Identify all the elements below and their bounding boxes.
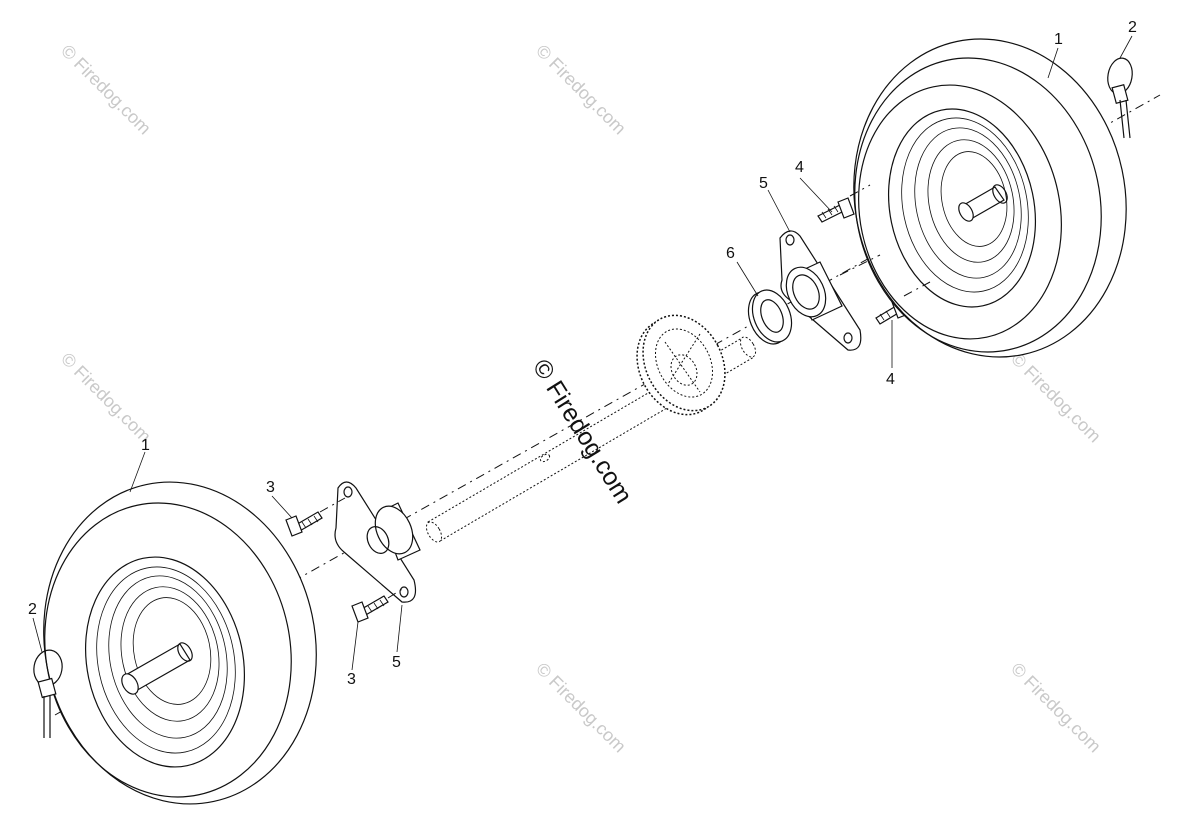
wheel-right — [853, 38, 1127, 358]
watermark-8: © Firedog.com — [1007, 659, 1105, 757]
wheel-left — [43, 481, 317, 805]
callout-bolt-left-top: 3 — [266, 479, 275, 496]
callout-tire-left: 1 — [141, 437, 150, 454]
watermark-1: © Firedog.com — [57, 41, 155, 139]
hitch-pin-left — [33, 649, 63, 738]
watermark-5: © Firedog.com — [1007, 349, 1105, 447]
bolt-left-bottom — [351, 595, 389, 623]
callout-tire-right: 1 — [1054, 31, 1063, 48]
bracket-right — [779, 230, 862, 351]
callout-bracket-left: 5 — [392, 654, 401, 671]
callout-bolt-right-top: 4 — [795, 159, 804, 176]
watermark-2: © Firedog.com — [532, 41, 630, 139]
callouts: 1 2 4 5 6 4 1 2 3 3 5 — [28, 19, 1137, 688]
bolt-right-top — [817, 197, 855, 223]
bracket-left — [334, 481, 421, 603]
callout-pin-right: 2 — [1128, 19, 1137, 36]
callout-bolt-right-bottom: 4 — [886, 371, 895, 388]
hitch-pin-right — [1107, 57, 1133, 139]
watermark-7: © Firedog.com — [532, 659, 630, 757]
washer — [747, 289, 793, 345]
callout-washer: 6 — [726, 245, 735, 262]
callout-pin-left: 2 — [28, 601, 37, 618]
callout-bolt-left-bottom: 3 — [347, 671, 356, 688]
watermark-4: © Firedog.com — [57, 349, 155, 447]
gear — [636, 314, 726, 416]
leader-lines — [32, 35, 1133, 671]
callout-bracket-right: 5 — [759, 175, 768, 192]
bolt-left-top — [285, 511, 323, 537]
